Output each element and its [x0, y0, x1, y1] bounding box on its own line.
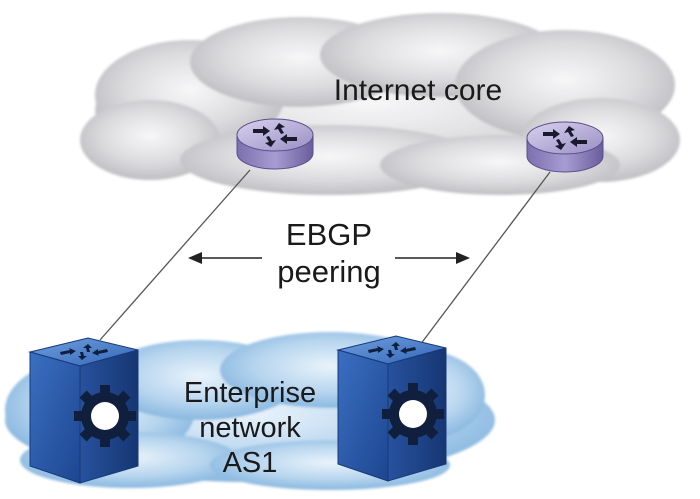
peering-arrow-right: [395, 252, 470, 264]
link-right: [419, 171, 551, 346]
internet-core-cloud: [80, 13, 680, 195]
router-icon: [236, 118, 314, 170]
switch-icon: [28, 337, 139, 484]
internet-core-label: Internet core: [334, 74, 502, 107]
as1-label: AS1: [223, 447, 278, 479]
network-label: network: [199, 412, 301, 444]
switch-icon: [336, 335, 447, 482]
peering-arrow-left: [188, 252, 262, 264]
ebgp-label: EBGP: [286, 217, 372, 252]
enterprise-label: Enterprise: [184, 377, 316, 409]
peering-label: peering: [277, 254, 380, 289]
link-left: [99, 169, 251, 341]
router-icon: [526, 121, 604, 173]
